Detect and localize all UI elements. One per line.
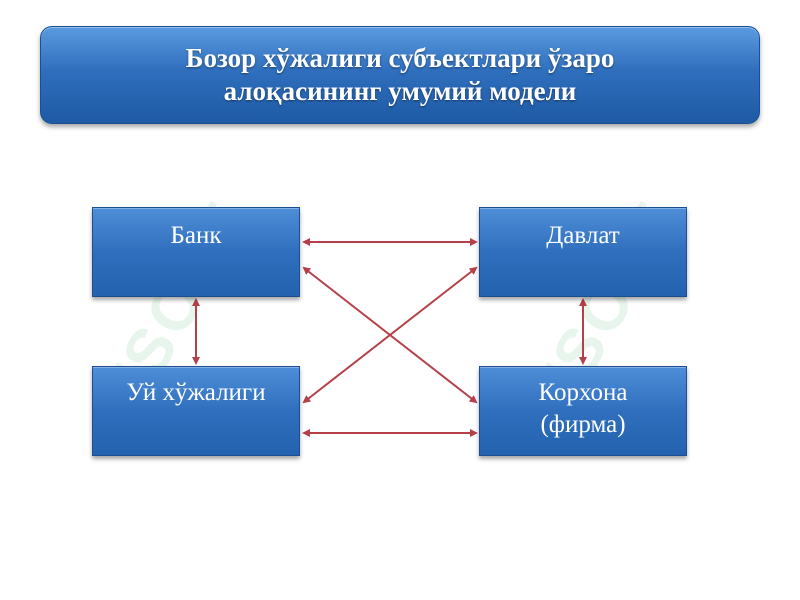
node-state: Давлат — [479, 207, 687, 297]
node-state-label: Давлат — [546, 222, 620, 249]
node-bank: Банк — [92, 207, 300, 297]
node-firm-label-line-1: Корхона — [538, 379, 628, 406]
diagram-title: Бозор хўжалиги субъектлари ўзаро алоқаси… — [120, 42, 680, 108]
diagram-title-line-1: Бозор хўжалиги субъектлари ўзаро — [185, 43, 615, 73]
node-firm-label-line-2: (фирма) — [540, 411, 626, 438]
title-banner: Бозор хўжалиги субъектлари ўзаро алоқаси… — [40, 26, 760, 124]
node-household: Уй хўжалиги — [92, 366, 300, 456]
node-bank-label: Банк — [170, 222, 222, 249]
diagram-title-line-2: алоқасининг умумий модели — [223, 76, 577, 106]
arrow-household-state — [302, 266, 478, 404]
node-firm: Корхона (фирма) — [479, 366, 687, 456]
node-household-label: Уй хўжалиги — [126, 379, 266, 406]
